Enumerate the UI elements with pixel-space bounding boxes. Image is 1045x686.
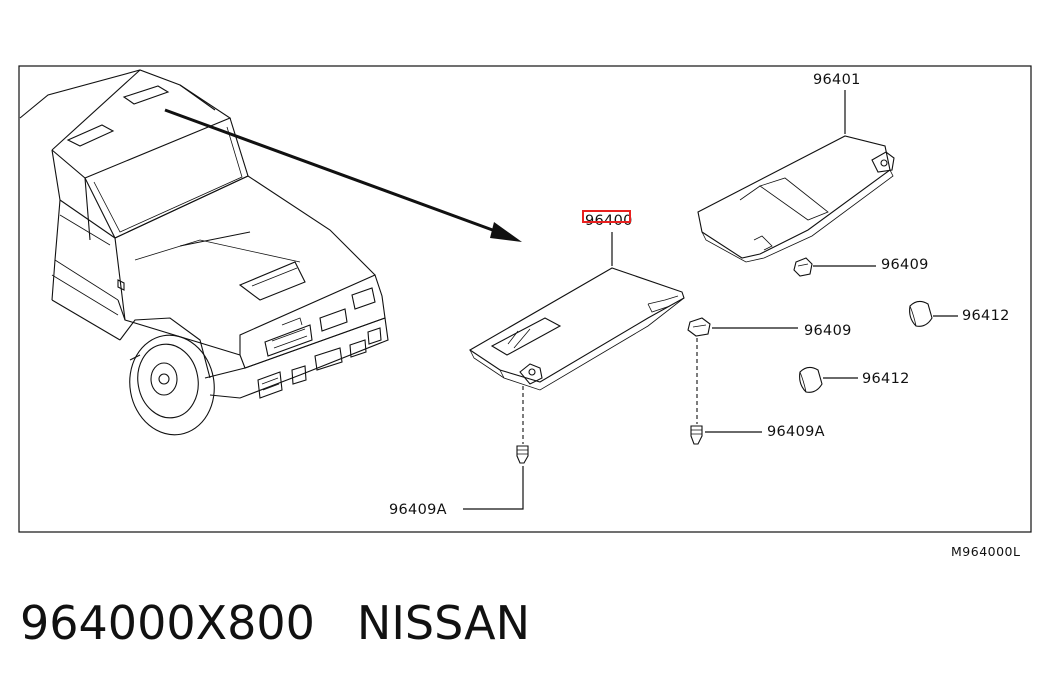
label-96409a-left: 96409A	[389, 502, 447, 518]
vehicle-illustration	[19, 69, 389, 436]
screw-left	[516, 386, 529, 464]
visor-holder-top	[793, 257, 813, 277]
label-96401: 96401	[813, 72, 861, 88]
cap-mid	[799, 366, 823, 393]
cap-top	[909, 300, 933, 327]
sun-visor-left	[468, 267, 685, 391]
label-96412-mid: 96412	[862, 371, 910, 387]
part-number: 964000X800	[20, 596, 315, 650]
highlight-box	[582, 210, 631, 223]
pointer-arrow	[164, 108, 522, 242]
reference-code: M964000L	[951, 544, 1020, 559]
label-96409-top: 96409	[881, 257, 929, 273]
label-96409-mid: 96409	[804, 323, 852, 339]
visor-holder-mid	[687, 317, 711, 337]
diagram-frame	[18, 65, 1032, 533]
brand-name: NISSAN	[356, 596, 531, 650]
sun-visor-right	[697, 135, 895, 263]
screw-right	[690, 338, 703, 445]
label-96409a-right: 96409A	[767, 424, 825, 440]
label-96412-top: 96412	[962, 308, 1010, 324]
part-footer: 964000X800 NISSAN	[20, 596, 530, 650]
